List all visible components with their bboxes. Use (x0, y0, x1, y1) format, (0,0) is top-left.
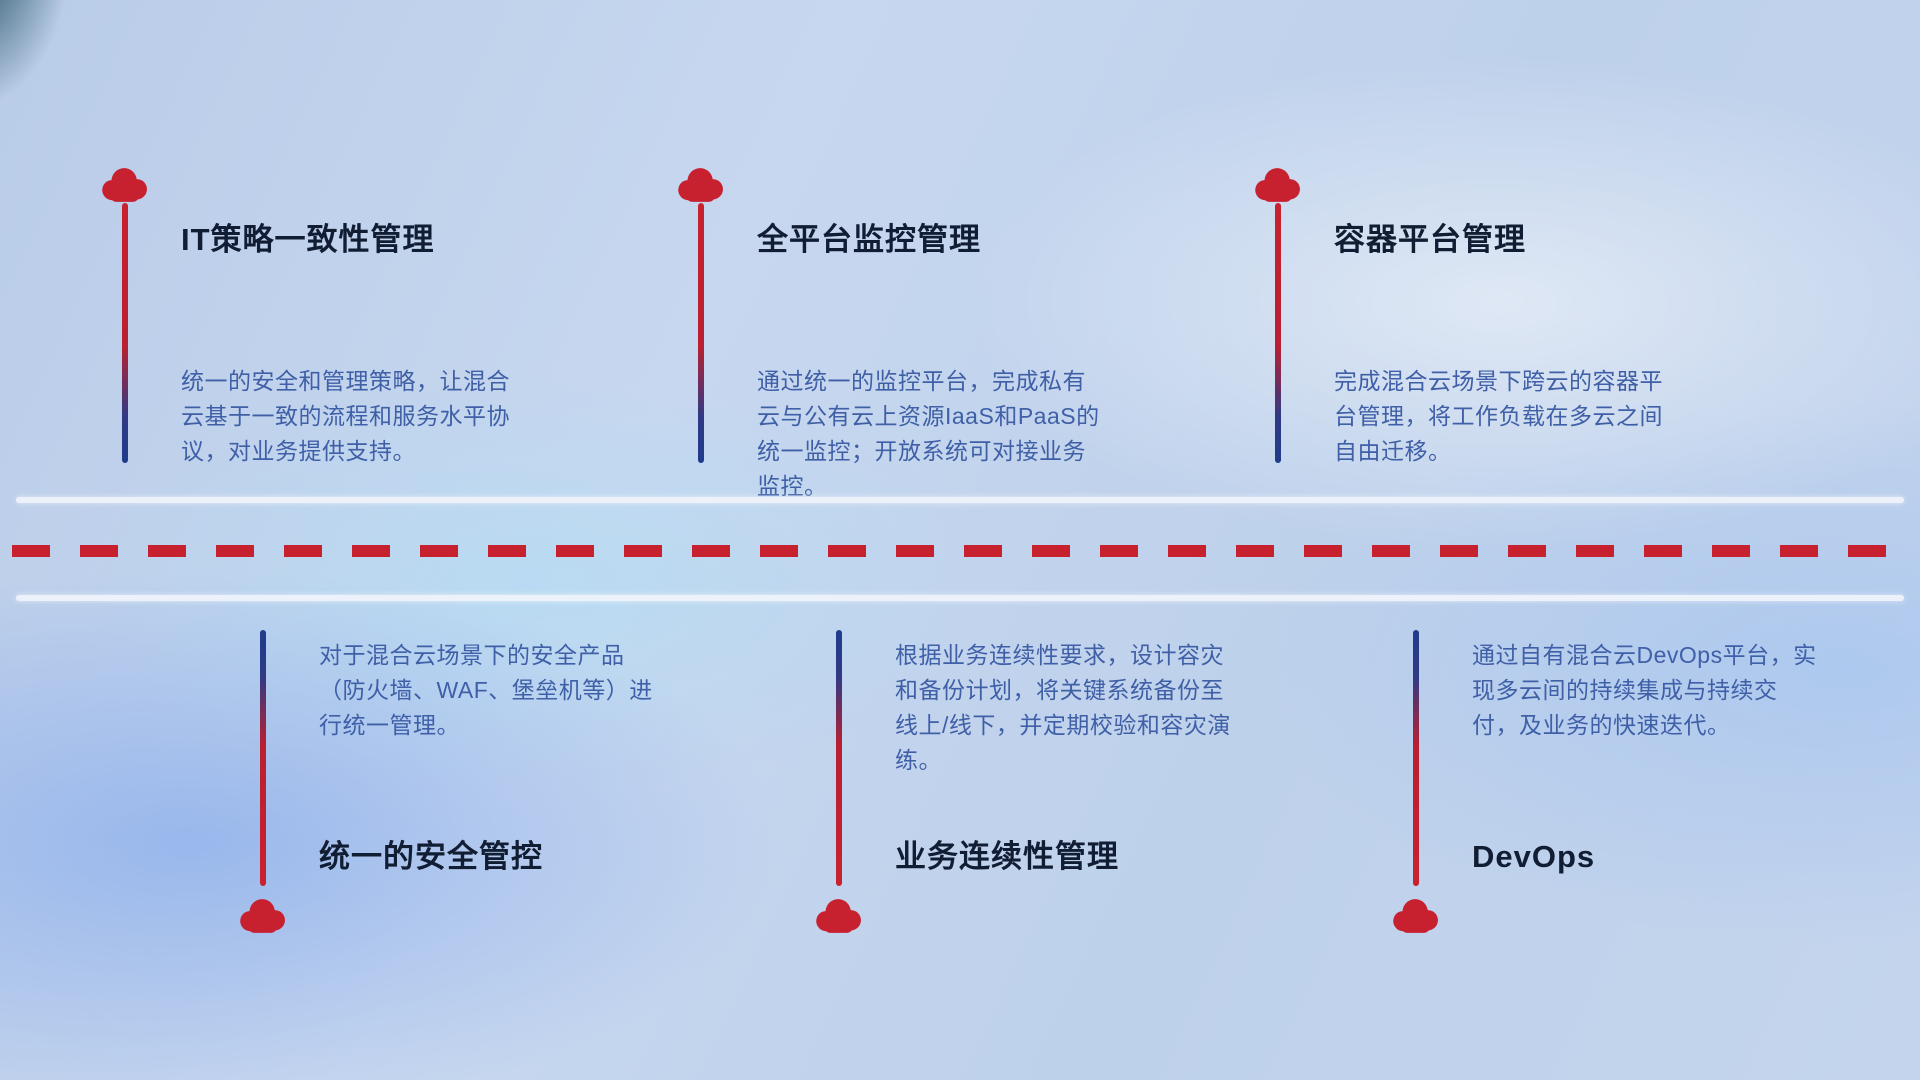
divider-line-bottom (16, 595, 1904, 601)
feature-title: 统一的安全管控 (319, 839, 543, 874)
cloud-icon (678, 168, 723, 202)
cloud-icon (240, 899, 285, 933)
feature-title: 全平台监控管理 (757, 222, 981, 257)
feature-description: 对于混合云场景下的安全产品（防火墙、WAF、堡垒机等）进行统一管理。 (319, 642, 653, 738)
feature-description: 根据业务连续性要求，设计容灾和备份计划，将关键系统备份至线上/线下，并定期校验和… (895, 642, 1231, 773)
divider-line-top (16, 497, 1904, 503)
cloud-icon (1393, 899, 1438, 933)
feature-description: 通过自有混合云DevOps平台，实现多云间的持续集成与持续交付，及业务的快速迭代… (1472, 642, 1817, 738)
cloud-icon (102, 168, 147, 202)
timeline-stem (1275, 203, 1281, 463)
feature-description: 统一的安全和管理策略，让混合云基于一致的流程和服务水平协议，对业务提供支持。 (181, 368, 510, 465)
feature-title: 容器平台管理 (1334, 222, 1526, 257)
timeline-stem (260, 630, 266, 886)
dashed-timeline (12, 545, 1916, 557)
feature-title: IT策略一致性管理 (181, 222, 435, 257)
cloud-icon (816, 899, 861, 933)
timeline-stem (1413, 630, 1419, 886)
cloud-icon (1255, 168, 1300, 202)
feature-description: 完成混合云场景下跨云的容器平台管理，将工作负载在多云之间自由迁移。 (1334, 368, 1663, 465)
timeline-stem (836, 630, 842, 886)
feature-title: 业务连续性管理 (895, 839, 1119, 874)
feature-description: 通过统一的监控平台，完成私有云与公有云上资源IaaS和PaaS的统一监控；开放系… (757, 368, 1100, 500)
feature-title: DevOps (1472, 839, 1596, 874)
timeline-stem (122, 203, 128, 463)
timeline-stem (698, 203, 704, 463)
